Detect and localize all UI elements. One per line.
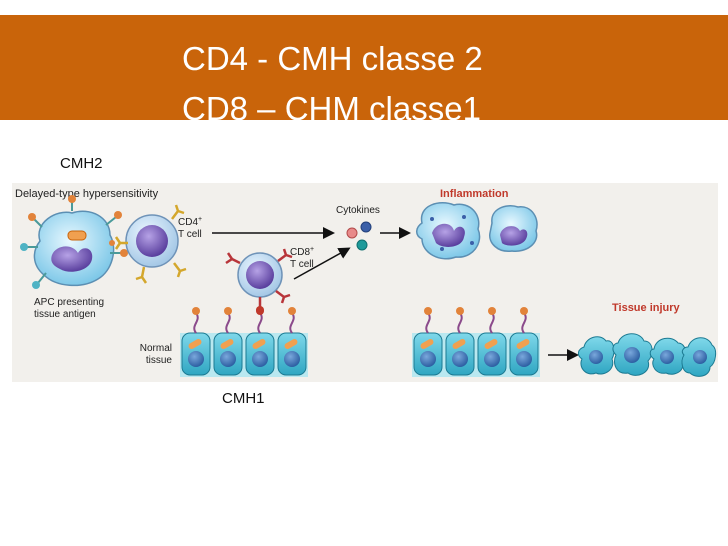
apc-label-line1: APC presenting — [34, 297, 104, 308]
cd4-label: CD4+ — [178, 216, 202, 228]
dth-figure: Delayed-type hypersensitivity CD4+ — [12, 183, 718, 382]
slide-title-line2: CD8 – CHM classe1 — [182, 90, 481, 127]
affected-tissue — [412, 307, 540, 377]
cmh1-label: CMH1 — [222, 390, 265, 407]
injured-tissue — [577, 333, 717, 377]
normal-tissue-label-line2: tissue — [146, 355, 173, 366]
normal-tissue — [180, 307, 308, 377]
cmh2-label: CMH2 — [60, 155, 103, 172]
cd8-label: CD8+ — [290, 246, 314, 258]
inflammation-label: Inflammation — [440, 188, 509, 200]
cd4-t-cell-label: T cell — [178, 229, 202, 240]
dth-diagram: Delayed-type hypersensitivity CD4+ — [15, 188, 717, 377]
arrow-cd8-to-cytokines — [293, 247, 351, 280]
cd8-t-cell — [225, 248, 293, 314]
cytokine-molecules — [346, 221, 372, 251]
apc-label-line2: tissue antigen — [34, 309, 96, 320]
cd8-t-cell-label: T cell — [290, 259, 314, 270]
figure-heading: Delayed-type hypersensitivity — [15, 188, 159, 200]
cytokines-label: Cytokines — [336, 205, 380, 216]
inflammatory-cells — [416, 202, 538, 260]
tissue-injury-label: Tissue injury — [612, 302, 681, 314]
normal-tissue-label-line1: Normal — [140, 343, 172, 354]
slide-title-line1: CD4 - CMH classe 2 — [182, 40, 483, 77]
cd4-t-cell — [109, 204, 187, 284]
title-banner: CD4 - CMH classe 2 CD8 – CHM classe1 — [0, 15, 728, 127]
apc-cell — [20, 195, 128, 289]
